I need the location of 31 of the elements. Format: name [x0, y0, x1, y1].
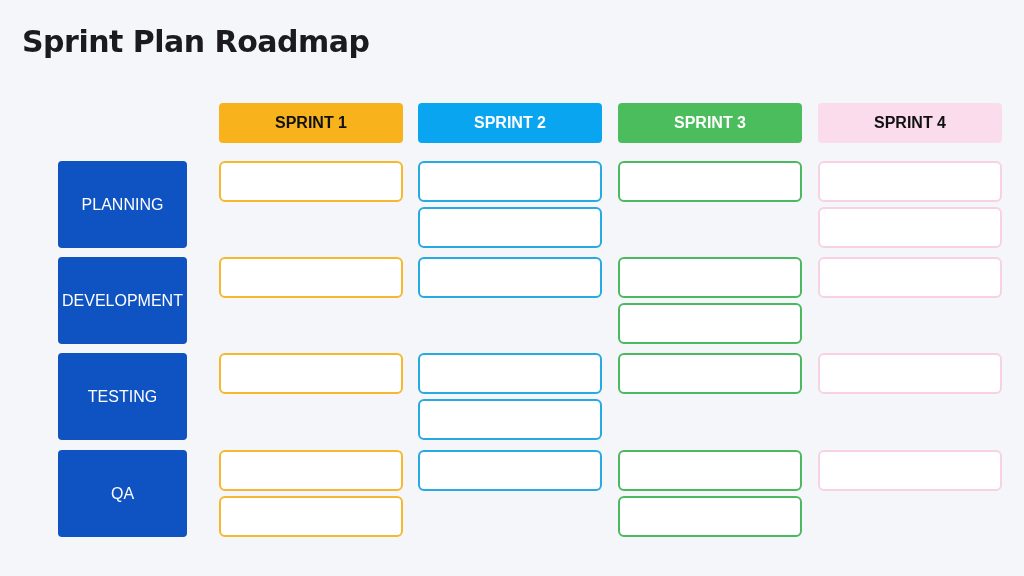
task-card	[818, 257, 1002, 298]
task-card	[219, 496, 403, 537]
task-card	[818, 207, 1002, 248]
task-card	[219, 161, 403, 202]
phase-header: QA	[58, 450, 187, 537]
page-title: Sprint Plan Roadmap	[22, 24, 370, 59]
sprint-header: SPRINT 1	[219, 103, 403, 143]
task-card	[418, 399, 602, 440]
task-card	[219, 353, 403, 394]
phase-header: TESTING	[58, 353, 187, 440]
task-card	[618, 161, 802, 202]
task-card	[618, 257, 802, 298]
sprint-header: SPRINT 3	[618, 103, 802, 143]
task-card	[418, 207, 602, 248]
task-card	[618, 496, 802, 537]
phase-header: DEVELOPMENT	[58, 257, 187, 344]
task-card	[818, 161, 1002, 202]
task-card	[418, 353, 602, 394]
task-card	[618, 353, 802, 394]
task-card	[219, 450, 403, 491]
phase-header: PLANNING	[58, 161, 187, 248]
task-card	[219, 257, 403, 298]
task-card	[618, 303, 802, 344]
task-card	[818, 450, 1002, 491]
task-card	[418, 257, 602, 298]
sprint-header: SPRINT 2	[418, 103, 602, 143]
sprint-header: SPRINT 4	[818, 103, 1002, 143]
task-card	[418, 450, 602, 491]
task-card	[618, 450, 802, 491]
task-card	[418, 161, 602, 202]
task-card	[818, 353, 1002, 394]
